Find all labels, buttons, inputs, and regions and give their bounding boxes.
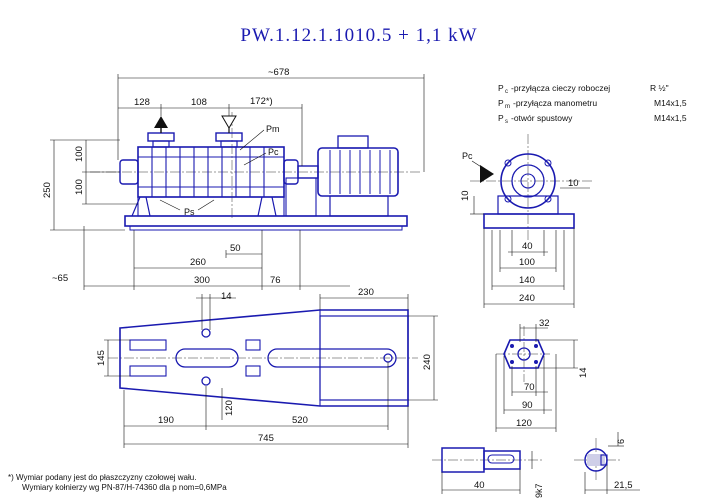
legend-symbol-ps-sub: s <box>505 119 508 125</box>
dim-50: 50 <box>230 243 241 254</box>
flange-dim-lines <box>495 324 578 432</box>
label-pc-end: Pc <box>462 151 473 161</box>
legend: P c -przyłącza cieczy roboczej R ½" P m … <box>498 83 687 125</box>
legend-symbol-pc: P <box>498 83 504 93</box>
legend-symbol-pm-sub: m <box>505 104 510 110</box>
flange-dim-32: 32 <box>539 318 550 329</box>
shaft-keyway <box>487 454 515 464</box>
flange-dim-70: 70 <box>524 382 535 393</box>
base-dim-190: 190 <box>158 415 174 426</box>
side-left-dim-lines <box>50 139 138 231</box>
shaft-section-dim-lines <box>584 432 640 494</box>
motor-terminal-box <box>337 135 369 149</box>
base-dim-lines <box>104 294 438 448</box>
end-inlet-arrow-icon <box>480 165 494 183</box>
shaft-view: 40 9k7 6 21,5 <box>432 432 640 498</box>
motor-feet <box>329 195 389 217</box>
coupling-pedestal <box>285 177 317 217</box>
inlet-arrow-icon <box>154 116 168 128</box>
footnote-line-2: Wymiary kołnierzy wg PN-87/H-74360 dla p… <box>22 483 227 492</box>
base-slot-left <box>175 348 239 368</box>
outlet-arrow-icon <box>221 115 237 129</box>
base-slot-right <box>267 348 397 368</box>
flange-dim-14: 14 <box>578 367 589 378</box>
base-dim-120: 120 <box>224 400 235 416</box>
end-dim-100: 100 <box>519 257 535 268</box>
legend-text-pm: -przyłącza manometru <box>513 98 597 108</box>
legend-value-pc: R ½" <box>650 83 669 93</box>
dim-100-lower: 100 <box>74 179 85 195</box>
suction-flange <box>147 132 175 142</box>
footnote-line-1: *) Wymiar podany jest do płaszczyzny czo… <box>8 473 196 482</box>
label-ps: Ps <box>184 207 195 217</box>
end-dim-240: 240 <box>519 293 535 304</box>
legend-symbol-pm: P <box>498 98 504 108</box>
dim-100-upper: 100 <box>74 146 85 162</box>
base-pad-bl <box>129 365 167 377</box>
end-inner-ring <box>511 164 545 198</box>
end-outer-casing <box>500 153 556 209</box>
dim-overall-length: ~678 <box>268 67 289 78</box>
discharge-nozzle <box>220 140 238 148</box>
side-top-dim-lines <box>117 74 425 172</box>
legend-text-ps: -otwór spustowy <box>511 113 573 123</box>
side-bottom-dim-lines <box>83 226 350 290</box>
base-dim-240: 240 <box>422 354 433 370</box>
motor-fins <box>329 150 391 194</box>
shaft-dim-9k7: 9k7 <box>534 483 544 498</box>
end-view: Pc 10 10 40 100 140 240 <box>460 134 592 308</box>
legend-value-ps: M14x1,5 <box>654 113 687 123</box>
suction-nozzle <box>152 140 170 148</box>
base-dim-745: 745 <box>258 433 274 444</box>
legend-value-pm: M14x1,5 <box>654 98 687 108</box>
end-base-plate <box>483 213 575 229</box>
shaft-dim-lines <box>441 451 533 494</box>
end-feet <box>497 195 559 215</box>
discharge-flange <box>215 132 243 142</box>
legend-symbol-ps: P <box>498 113 504 123</box>
end-shaft <box>520 173 536 189</box>
side-base-foot <box>129 225 403 231</box>
base-hole-top <box>201 328 211 338</box>
end-dim-lines <box>470 187 590 308</box>
dim-65: ~65 <box>52 273 68 284</box>
base-dim-14: 14 <box>221 291 232 302</box>
flange-view: 32 14 70 90 120 <box>495 318 589 432</box>
dim-128: 128 <box>134 97 150 108</box>
shaft-dim-40: 40 <box>474 480 485 491</box>
dim-172: 172*) <box>250 96 273 107</box>
dim-108: 108 <box>191 97 207 108</box>
dim-250: 250 <box>42 182 53 198</box>
end-dim-10-left: 10 <box>460 190 471 201</box>
base-pad-tl <box>129 339 167 351</box>
end-dim-40: 40 <box>522 241 533 252</box>
pump-stages <box>138 147 284 197</box>
dim-76: 76 <box>270 275 281 286</box>
shaft-dim-21-5: 21,5 <box>614 480 633 491</box>
side-base-plate <box>124 215 408 227</box>
flange-dim-120: 120 <box>516 418 532 429</box>
end-dim-10-right: 10 <box>568 178 579 189</box>
base-dim-520: 520 <box>292 415 308 426</box>
base-dim-230: 230 <box>358 287 374 298</box>
end-dim-140: 140 <box>519 275 535 286</box>
shaft-dim-6: 6 <box>616 439 626 444</box>
pump-pedestal <box>137 196 285 217</box>
dim-260: 260 <box>190 257 206 268</box>
dim-300: 300 <box>194 275 210 286</box>
legend-text-pc: -przyłącza cieczy roboczej <box>511 83 610 93</box>
label-pc-side: Pc <box>268 147 279 157</box>
flange-dim-90: 90 <box>522 400 533 411</box>
base-plate-view: 14 230 145 240 190 120 520 745 <box>96 287 438 448</box>
base-hole-bottom <box>201 376 211 386</box>
shaft-end <box>483 450 521 470</box>
base-dim-145: 145 <box>96 350 107 366</box>
label-pm: Pm <box>266 124 280 134</box>
drawing-title: PW.1.12.1.1010.5 + 1,1 kW <box>240 25 477 46</box>
side-view: Pm Pc Ps ~678 128 108 172*) 2 <box>42 67 425 290</box>
legend-symbol-pc-sub: c <box>505 89 508 95</box>
pump-supports <box>131 196 277 217</box>
flange-bore <box>517 347 531 361</box>
